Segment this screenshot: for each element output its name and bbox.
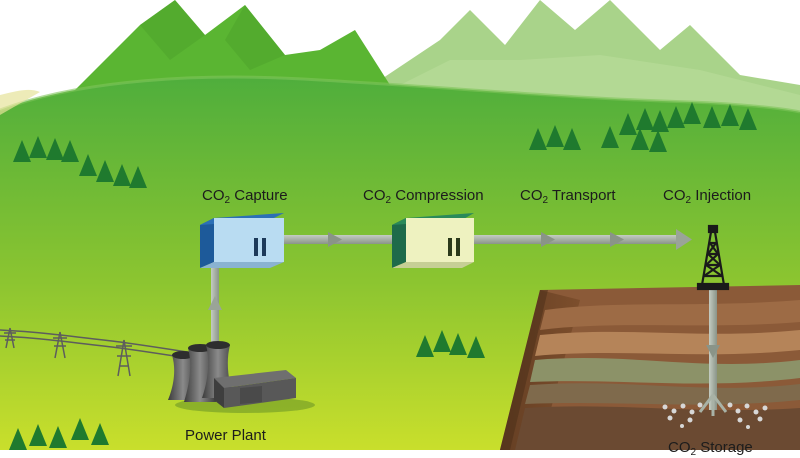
capture-building bbox=[200, 213, 284, 268]
main-pipeline bbox=[278, 229, 692, 250]
soil-cross-section bbox=[500, 285, 800, 450]
transport-label: CO2 Transport bbox=[520, 187, 616, 206]
injection-well-pipe bbox=[698, 285, 728, 416]
injection-tower bbox=[696, 224, 730, 291]
injection-label: CO2 Injection bbox=[663, 187, 752, 206]
compression-building bbox=[392, 213, 474, 268]
storage-gravel bbox=[662, 402, 768, 429]
power-plant bbox=[168, 341, 315, 413]
capture-label: CO2 Capture bbox=[202, 187, 288, 206]
pipe-plant-to-capture bbox=[208, 262, 222, 342]
storage-label: CO2 Storage bbox=[668, 439, 753, 458]
compression-label: CO2 Compression bbox=[363, 187, 484, 206]
power-plant-label: Power Plant bbox=[185, 427, 266, 444]
